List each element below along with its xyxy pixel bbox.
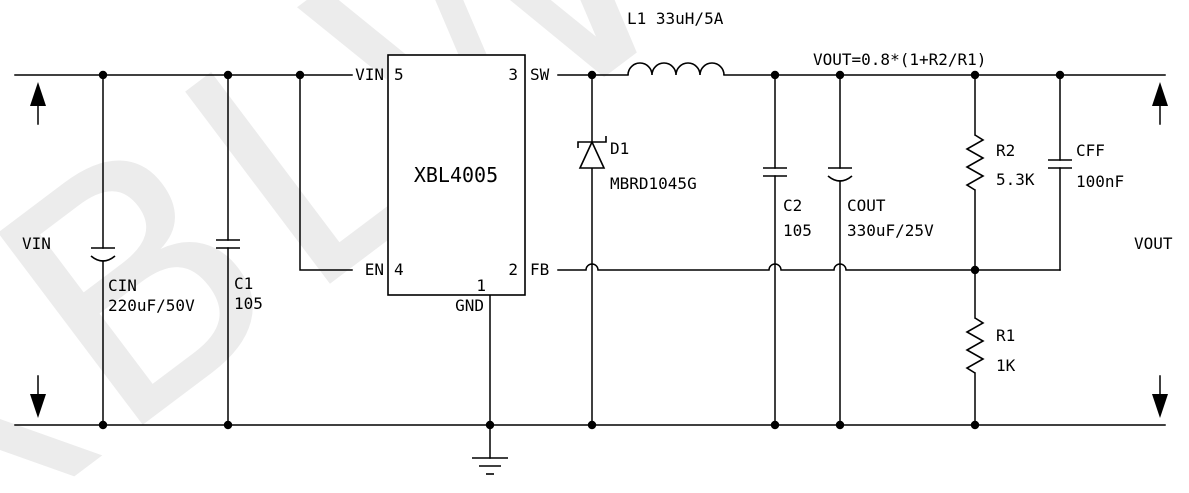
resistor-r1: R1 1K [965, 269, 1016, 426]
junction-dot [295, 70, 305, 80]
l1-coil [627, 62, 725, 76]
en-tie-wire [299, 74, 353, 271]
d1-triangle [578, 140, 606, 169]
inductor-l1: L1 33uH/5A [627, 9, 725, 76]
cout-value-label: 330uF/25V [847, 221, 934, 240]
junction-dot [223, 70, 233, 80]
output-up-arrow-icon [1152, 82, 1168, 106]
pin-gnd-number: 1 [476, 276, 486, 295]
r2-ref-label: R2 [996, 141, 1015, 160]
capacitor-c2: C2 105 [763, 74, 812, 426]
ic-part-number: XBL4005 [414, 163, 498, 187]
junction-dot [970, 265, 980, 275]
c1-ref-label: C1 [234, 274, 253, 293]
r2-zigzag [965, 134, 985, 191]
output-terminal: VOUT [1134, 82, 1173, 418]
capacitor-cin: CIN 220uF/50V [90, 74, 195, 426]
junction-dot [223, 420, 233, 430]
pin-gnd-name: GND [455, 296, 484, 315]
vout-terminal-label: VOUT [1134, 234, 1173, 253]
junction-dot [1055, 70, 1065, 80]
pin-vin-name: VIN [355, 65, 384, 84]
junction-dot [98, 420, 108, 430]
junction-dots [98, 70, 1065, 430]
diode-d1: D1 MBRD1045G [577, 74, 697, 426]
d1-value-label: MBRD1045G [610, 174, 697, 193]
output-down-arrow-icon [1152, 394, 1168, 418]
capacitor-cff: CFF 100nF [1048, 74, 1124, 271]
r1-zigzag [965, 317, 985, 374]
input-down-arrow-icon [30, 394, 46, 418]
pin-fb-number: 2 [508, 260, 518, 279]
l1-label: L1 33uH/5A [627, 9, 724, 28]
cin-ref-label: CIN [108, 276, 137, 295]
pin-sw-number: 3 [508, 65, 518, 84]
resistor-r2: R2 5.3K [965, 74, 1035, 271]
junction-dot [98, 70, 108, 80]
junction-dot [970, 70, 980, 80]
junction-dot [485, 420, 495, 430]
ic-xbl4005: XBL4005 VIN 5 3 SW EN 4 2 FB 1 GND [355, 54, 550, 315]
junction-dot [587, 420, 597, 430]
r2-value-label: 5.3K [996, 170, 1035, 189]
input-terminal: VIN [22, 82, 51, 418]
d1-ref-label: D1 [610, 139, 629, 158]
capacitor-cout: COUT 330uF/25V [827, 74, 934, 426]
junction-dot [835, 420, 845, 430]
c2-ref-label: C2 [783, 196, 802, 215]
cff-value-label: 100nF [1076, 172, 1124, 191]
junction-dot [770, 420, 780, 430]
d1-cathode-bar [577, 136, 607, 148]
pin-sw-name: SW [530, 65, 550, 84]
junction-dot [835, 70, 845, 80]
pin-vin-number: 5 [394, 65, 404, 84]
ground-symbol [472, 457, 508, 475]
c1-value-label: 105 [234, 294, 263, 313]
pin-en-number: 4 [394, 260, 404, 279]
vout-formula: VOUT=0.8*(1+R2/R1) [813, 50, 986, 69]
junction-dot [970, 420, 980, 430]
ic-outline [387, 54, 526, 296]
cout-ref-label: COUT [847, 196, 886, 215]
r1-ref-label: R1 [996, 326, 1015, 345]
vin-terminal-label: VIN [22, 234, 51, 253]
pin-fb-name: FB [530, 260, 549, 279]
pin-en-name: EN [365, 260, 384, 279]
r1-value-label: 1K [996, 356, 1016, 375]
cin-value-label: 220uF/50V [108, 296, 195, 315]
input-up-arrow-icon [30, 82, 46, 106]
junction-dot [587, 70, 597, 80]
capacitor-c1: C1 105 [216, 74, 263, 426]
junction-dot [770, 70, 780, 80]
c2-value-label: 105 [783, 221, 812, 240]
fb-wire [557, 263, 1061, 271]
cff-ref-label: CFF [1076, 141, 1105, 160]
